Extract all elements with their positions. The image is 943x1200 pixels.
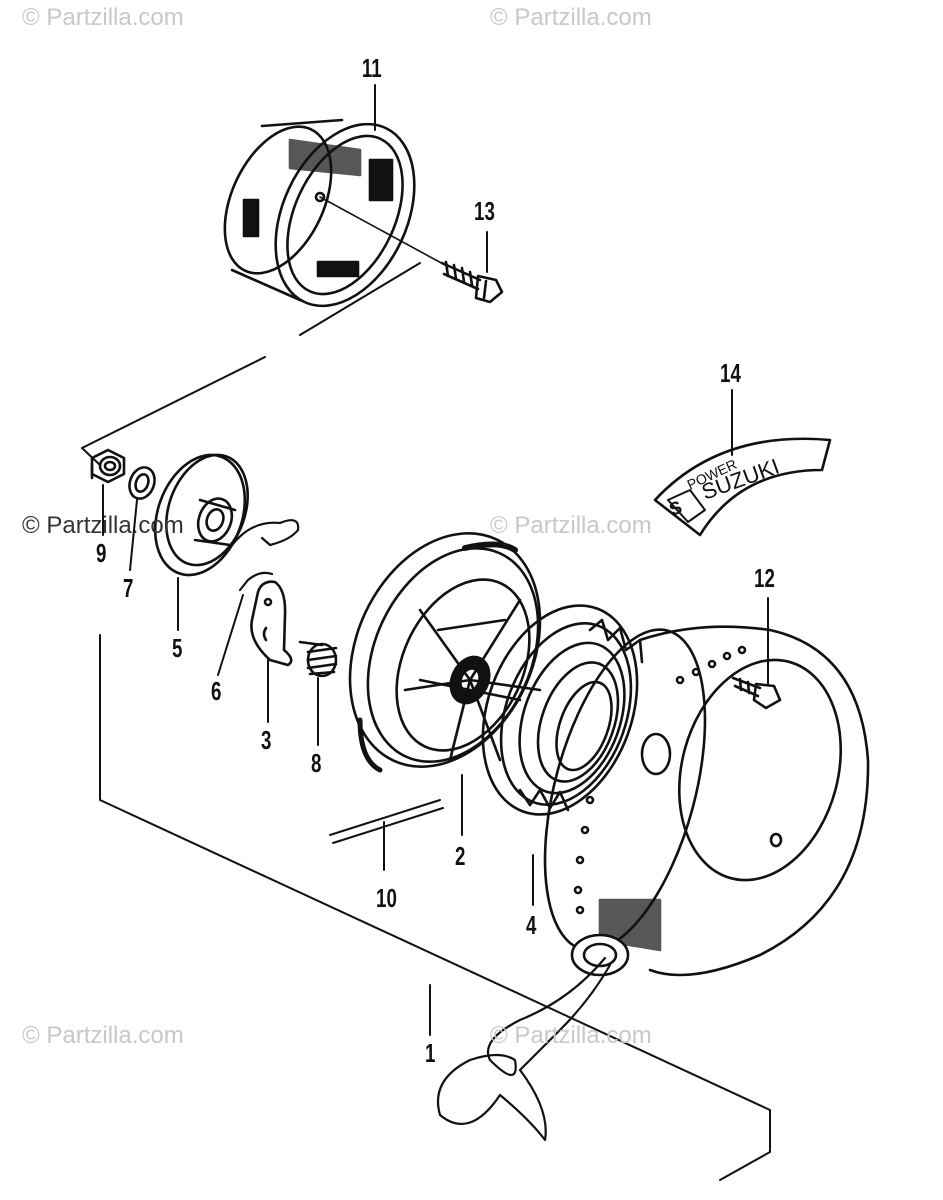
callout-3: 3 — [261, 725, 272, 755]
assembly-line-11-13 — [319, 196, 446, 266]
part-10-starter-rope — [329, 799, 444, 844]
watermark-top-center: © Partzilla.com — [490, 4, 652, 31]
watermark-bottom-left: © Partzilla.com — [22, 1022, 184, 1049]
part-3-ratchet-pawl — [250, 580, 293, 667]
watermark-middle-left: © Partzilla.com — [22, 512, 184, 539]
part-8-pawl-spring — [298, 640, 338, 678]
watermark-bottom-center: © Partzilla.com — [490, 1022, 652, 1049]
part-2-rope-reel — [348, 532, 542, 773]
part-4-recoil-spring — [481, 604, 644, 816]
part-1-starter-case — [543, 625, 870, 977]
callout-12: 12 — [754, 563, 775, 593]
watermark-top-left: © Partzilla.com — [22, 4, 184, 31]
part-13-bolt — [440, 260, 504, 304]
assembly-frame-top — [81, 262, 421, 449]
callout-9: 9 — [96, 538, 107, 568]
watermark-middle-center: © Partzilla.com — [490, 512, 652, 539]
callout-13: 13 — [474, 196, 495, 226]
callout-1: 1 — [425, 1038, 436, 1068]
part-9-nut — [90, 448, 126, 484]
starter-handle-loop — [436, 956, 612, 1142]
callout-7: 7 — [123, 573, 134, 603]
callout-10: 10 — [376, 883, 397, 913]
part-7-washer — [128, 466, 156, 500]
callout-2: 2 — [455, 841, 466, 871]
part-12-screw — [731, 676, 782, 710]
callout-14: 14 — [720, 358, 741, 388]
callout-5: 5 — [172, 633, 183, 663]
leader-7 — [129, 499, 138, 571]
assembly-frame-bottom — [99, 634, 771, 1181]
callout-8: 8 — [311, 748, 322, 778]
part-5-drive-plate — [153, 453, 249, 577]
part-6-return-spring — [228, 519, 300, 592]
part-14-emblem: S POWER SUZUKI — [653, 437, 832, 537]
callout-6: 6 — [211, 676, 222, 706]
callout-11: 11 — [361, 53, 382, 83]
leader-6 — [217, 594, 244, 676]
callout-4: 4 — [526, 910, 537, 940]
part-11-starter-cup — [223, 118, 416, 308]
